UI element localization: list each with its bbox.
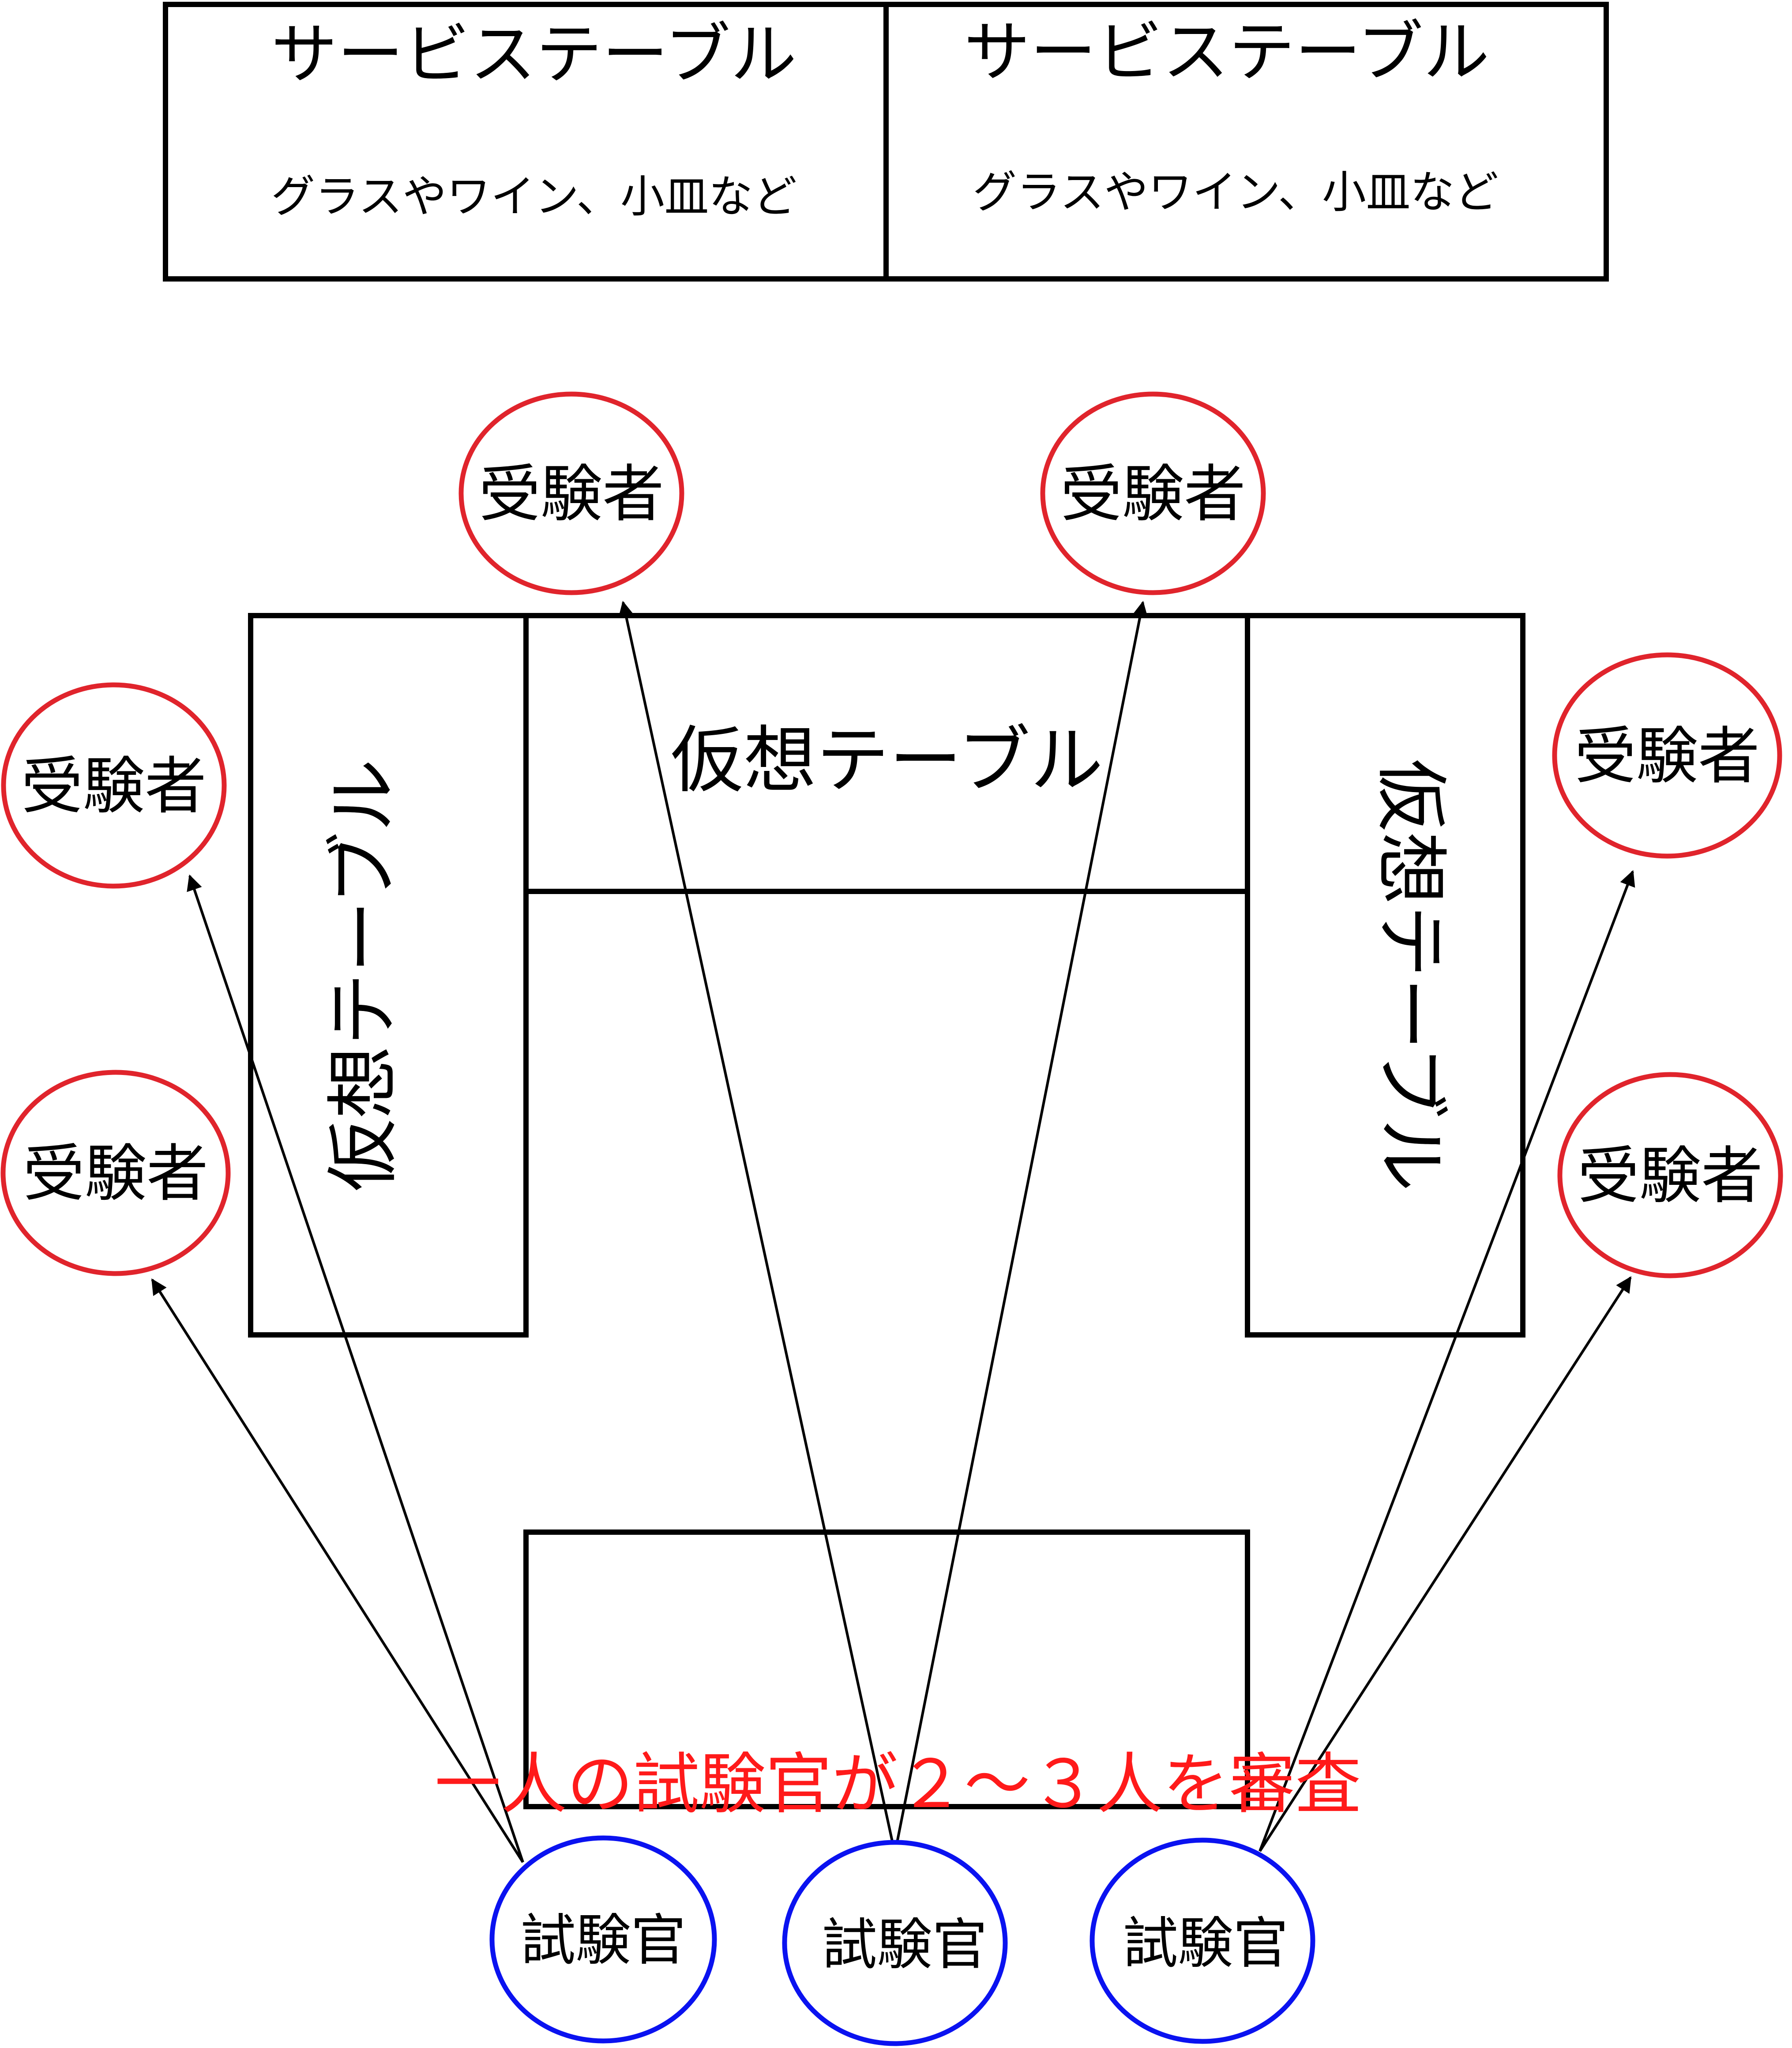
examinee-circle [1040,391,1266,595]
examiner-circle [782,1840,1008,2046]
arrow-left-to-left-upper [187,874,524,1863]
examinee-right-upper: 受験者 [1552,652,1782,859]
examinee-circle [458,391,684,595]
examinee-top-right: 受験者 [1040,391,1266,595]
examiner-label: 試験官 [521,1909,686,1973]
virtual-table-top-label: 仮想テーブル [671,718,1103,803]
service-table-1-subtitle: グラスやワイン、小皿など [271,171,797,222]
examiner-center: 試験官 [782,1840,1008,2046]
virtual-table-top [523,613,1250,894]
examinee-label: 受験者 [1578,1140,1763,1212]
examinee-circle [1557,1072,1783,1278]
virtual-table-left [248,613,529,1338]
examiner-left: 試験官 [489,1835,717,2044]
examinee-circle [1,682,227,889]
examinee-circle [0,1070,231,1276]
examiner-table [523,1529,1250,1809]
arrow-left-to-left-lower [151,1278,524,1863]
examinee-left-upper: 受験者 [1,682,227,889]
arrow-center-to-top-right [894,601,1148,1854]
service-table-group: サービステーブル グラスやワイン、小皿など サービステーブル グラスやワイン、小… [163,2,1609,282]
assignment-arrows [151,601,1635,1863]
examinee-label: 受験者 [479,458,664,530]
virtual-table-left-label: 仮想テーブル [321,759,406,1191]
virtual-table-right [1245,613,1525,1338]
examinee-label: 受験者 [23,1138,208,1210]
examiner-label: 試験官 [1123,1912,1289,1976]
arrow-right-to-right-lower [1259,1276,1632,1852]
examinee-circle [1552,652,1782,859]
examiner-circle [1089,1838,1315,2044]
examinee-label: 受験者 [1060,458,1246,530]
examiner-label: 試験官 [822,1913,988,1977]
examinee-top-left: 受験者 [458,391,684,595]
examinee-label: 受験者 [1574,721,1760,793]
examiner-right: 試験官 [1089,1838,1315,2044]
arrow-right-to-right-upper [1259,870,1635,1852]
virtual-table-right-label: 仮想テーブル [1368,759,1453,1191]
service-table-2-title: サービステーブル [964,14,1489,91]
examinee-label: 受験者 [21,751,207,823]
examiner-circle [489,1835,717,2044]
examinee-left-lower: 受験者 [0,1070,231,1276]
service-table-1-title: サービステーブル [271,16,796,93]
examinee-group: 受験者 受験者 受験者 受験者 受験者 受験者 [0,391,1783,1278]
arrow-center-to-top-left [618,601,896,1854]
assignment-note: 一人の試験官が２～３人を審査 [435,1746,1361,1823]
examiner-group: 試験官 試験官 試験官 [489,1835,1315,2046]
examinee-right-lower: 受験者 [1557,1072,1783,1278]
virtual-table-group: 仮想テーブル 仮想テーブル 仮想テーブル [248,613,1525,1809]
service-table-2-subtitle: グラスやワイン、小皿など [973,166,1499,218]
